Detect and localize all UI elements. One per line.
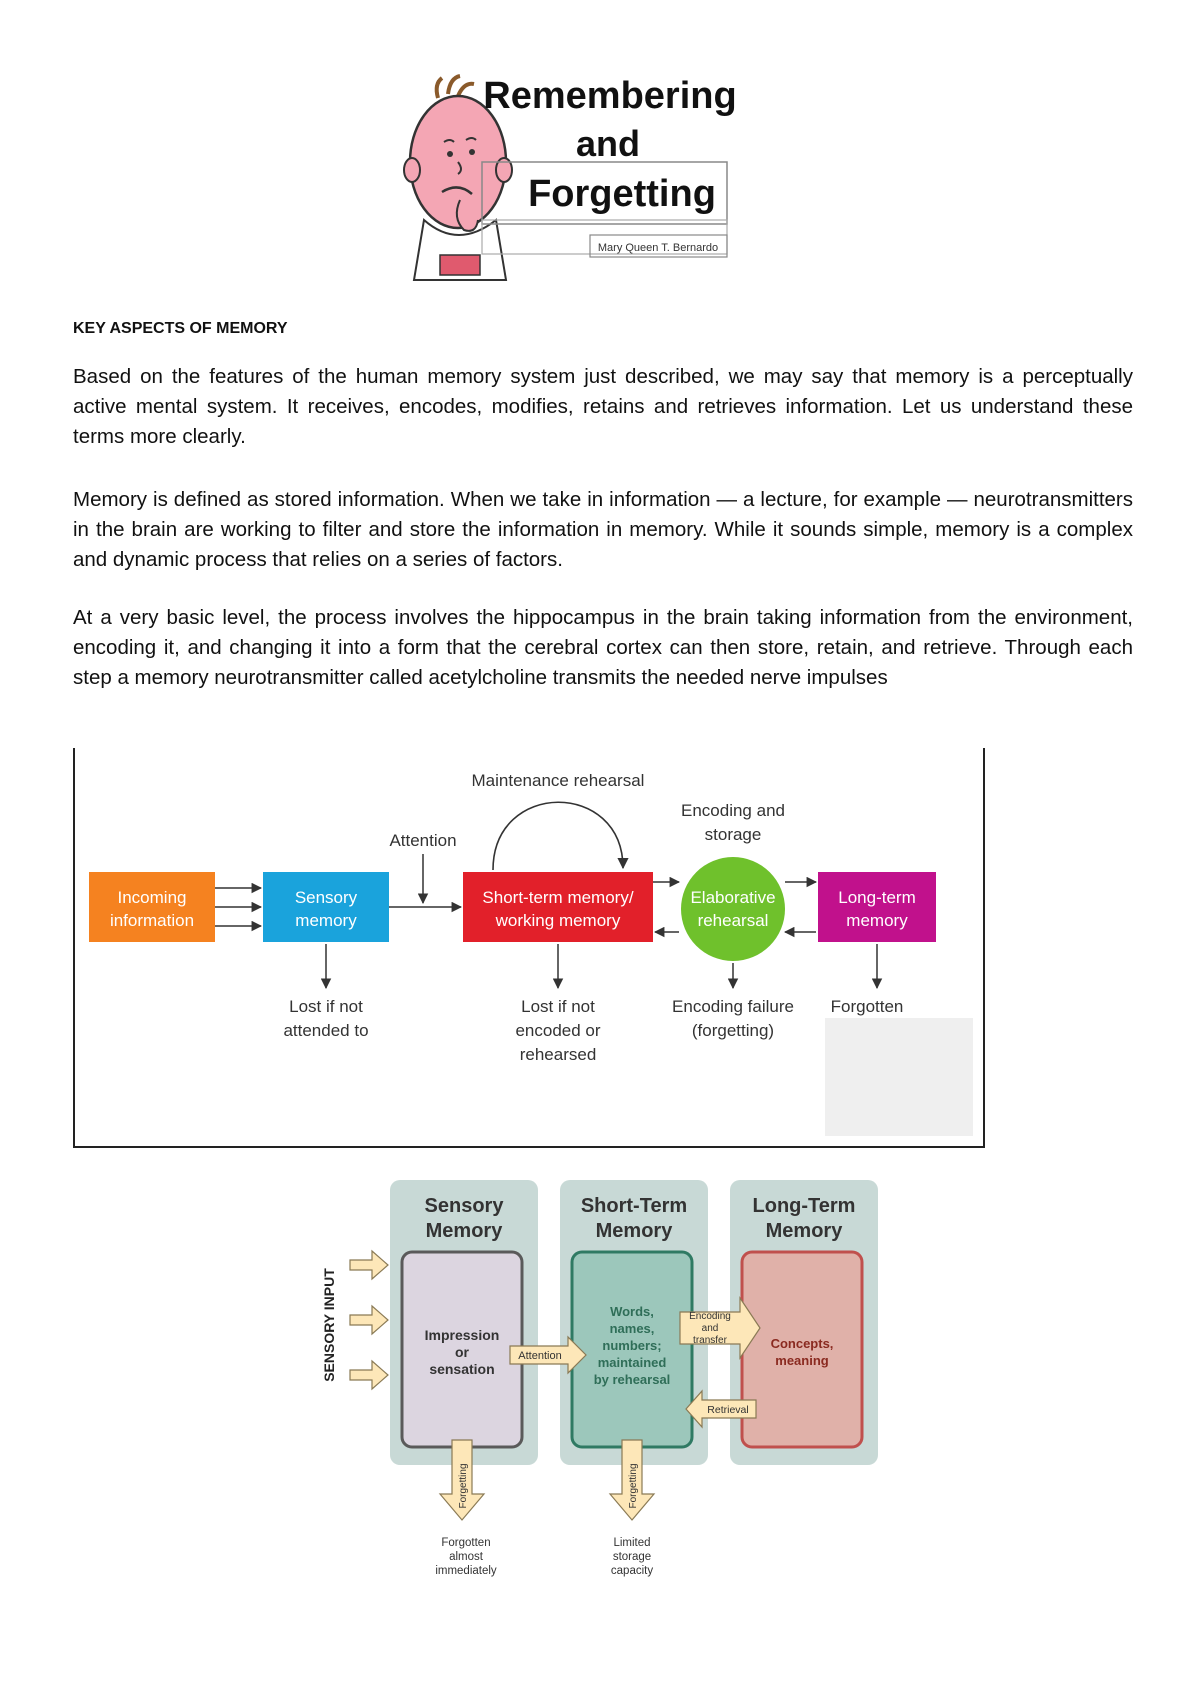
encoding-failure-line1: Encoding failure [672, 997, 794, 1016]
lost-not-encoded-line3: rehearsed [520, 1045, 597, 1064]
incoming-label-line1: Incoming [118, 888, 187, 907]
thinking-boy-illustration [403, 74, 513, 281]
concepts-line1: Concepts, [771, 1336, 834, 1351]
stm-label-line1: Short-term memory/ [482, 888, 633, 907]
concepts-line2: meaning [775, 1353, 829, 1368]
encoding-line3: transfer [693, 1335, 728, 1346]
short-term-memory-box [463, 872, 653, 942]
words-line5: by rehearsal [594, 1372, 671, 1387]
ltm-label-line2: memory [846, 911, 908, 930]
section-heading: KEY ASPECTS OF MEMORY [73, 320, 288, 337]
sensory-label-line1: Sensory [295, 888, 358, 907]
words-line3: numbers; [602, 1338, 661, 1353]
lost-not-encoded-line2: encoded or [515, 1021, 600, 1040]
words-line4: maintained [598, 1355, 667, 1370]
paragraph-1: Based on the features of the human memor… [73, 365, 1133, 448]
forgotten-line2: almost [449, 1551, 484, 1563]
stm-title-line2: Memory [596, 1220, 674, 1242]
forgetting-label-stm: Forgetting [628, 1463, 639, 1508]
sensory-input-label: SENSORY INPUT [321, 1268, 337, 1382]
sensory-memory-box [263, 872, 389, 942]
memory-flow-figure-frame [73, 748, 985, 1148]
lost-not-attended-line1: Lost if not [289, 997, 363, 1016]
encoding-storage-line1: Encoding and [681, 801, 785, 820]
sensory-title-line2: Memory [426, 1220, 504, 1242]
encoding-storage-line2: storage [705, 825, 762, 844]
limited-line3: capacity [611, 1565, 653, 1577]
limited-line1: Limited [613, 1537, 650, 1549]
lost-not-attended-line2: attended to [283, 1021, 368, 1040]
encoding-line2: and [702, 1323, 719, 1334]
ltm-label-line1: Long-term [838, 888, 915, 907]
forgotten-line3: immediately [435, 1565, 497, 1577]
lost-not-encoded-line1: Lost if not [521, 997, 595, 1016]
impression-line2: or [455, 1344, 470, 1360]
memory-flow-diagram: Incoming information Sensory memory Shor… [89, 771, 973, 1136]
maintenance-rehearsal-label: Maintenance rehearsal [472, 771, 645, 790]
elaborative-rehearsal-circle [681, 857, 785, 961]
incoming-information-box [89, 872, 215, 942]
elaborative-label-line1: Elaborative [690, 888, 775, 907]
sensory-label-line2: memory [295, 911, 357, 930]
encoding-line1: Encoding [689, 1311, 731, 1322]
words-line1: Words, [610, 1304, 654, 1319]
ltm-title-line1: Long-Term [753, 1195, 856, 1217]
three-stage-memory-diagram: SENSORY INPUT Sensory Memory Short-Term … [321, 1180, 878, 1577]
paragraph-2: Memory is defined as stored information.… [73, 488, 1133, 571]
stm-title-line1: Short-Term [581, 1195, 687, 1217]
faded-area [825, 1018, 973, 1136]
banner-title-line3: Forgetting [528, 173, 716, 215]
stm-label-line2: working memory [495, 911, 621, 930]
paragraph-3: At a very basic level, the process invol… [73, 606, 1133, 689]
ltm-title-line2: Memory [766, 1220, 844, 1242]
attention-arrow-label: Attention [518, 1350, 561, 1362]
banner-author: Mary Queen T. Bernardo [598, 242, 718, 254]
limited-line2: storage [613, 1551, 651, 1563]
words-line2: names, [610, 1321, 655, 1336]
impression-line3: sensation [429, 1361, 494, 1377]
retrieval-label: Retrieval [707, 1404, 748, 1416]
banner-title-line2: and [576, 123, 640, 164]
incoming-label-line2: information [110, 911, 194, 930]
forgotten-line1: Forgotten [441, 1537, 490, 1549]
title-banner: Remembering and Forgetting Mary Queen T.… [400, 70, 795, 295]
sensory-title-line1: Sensory [425, 1195, 505, 1217]
forgotten-label: Forgotten [831, 997, 904, 1016]
banner-title-line1: Remembering [483, 75, 736, 117]
long-term-memory-box [818, 872, 936, 942]
forgetting-label-sensory: Forgetting [458, 1463, 469, 1508]
encoding-failure-line2: (forgetting) [692, 1021, 774, 1040]
attention-label: Attention [389, 831, 456, 850]
elaborative-label-line2: rehearsal [698, 911, 769, 930]
impression-line1: Impression [425, 1327, 500, 1343]
